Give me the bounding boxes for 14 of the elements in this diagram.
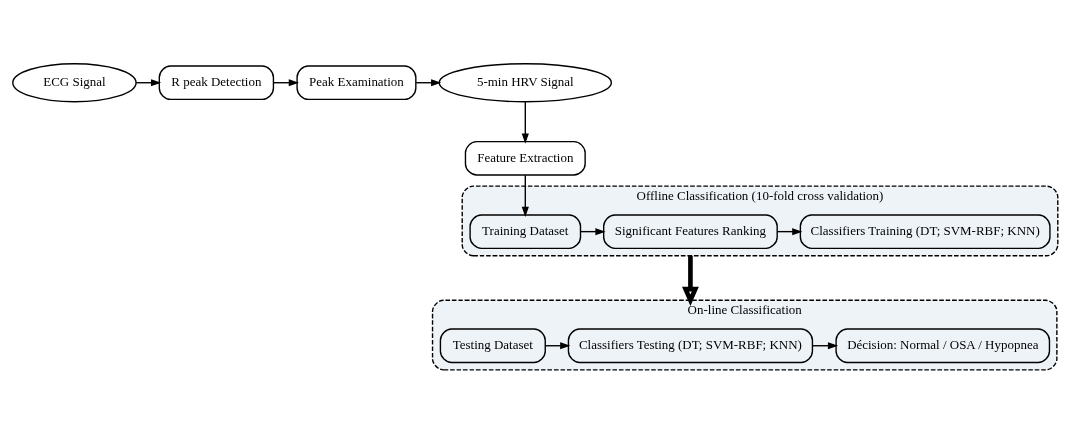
arrow [521,174,529,217]
node-box: Décision: Normal / OSA / Hypopnea [835,328,1051,364]
node-box: Peak Examination [296,65,417,101]
node-box: Classifiers Training (DT; SVM-RBF; KNN) [799,214,1051,250]
node-box: Testing Dataset [439,328,546,364]
node-box: Classifiers Testing (DT; SVM-RBF; KNN) [567,328,814,364]
node-box: R peak Detection [158,65,275,101]
node-ellipse: 5-min HRV Signal [438,63,613,103]
arrow [682,255,699,307]
node-box: Training Dataset [469,214,582,250]
node-ellipse: ECG Signal [12,63,137,103]
node-box: Feature Extraction [464,140,586,176]
arrow [521,101,529,144]
node-box: Significant Features Ranking [603,214,778,250]
